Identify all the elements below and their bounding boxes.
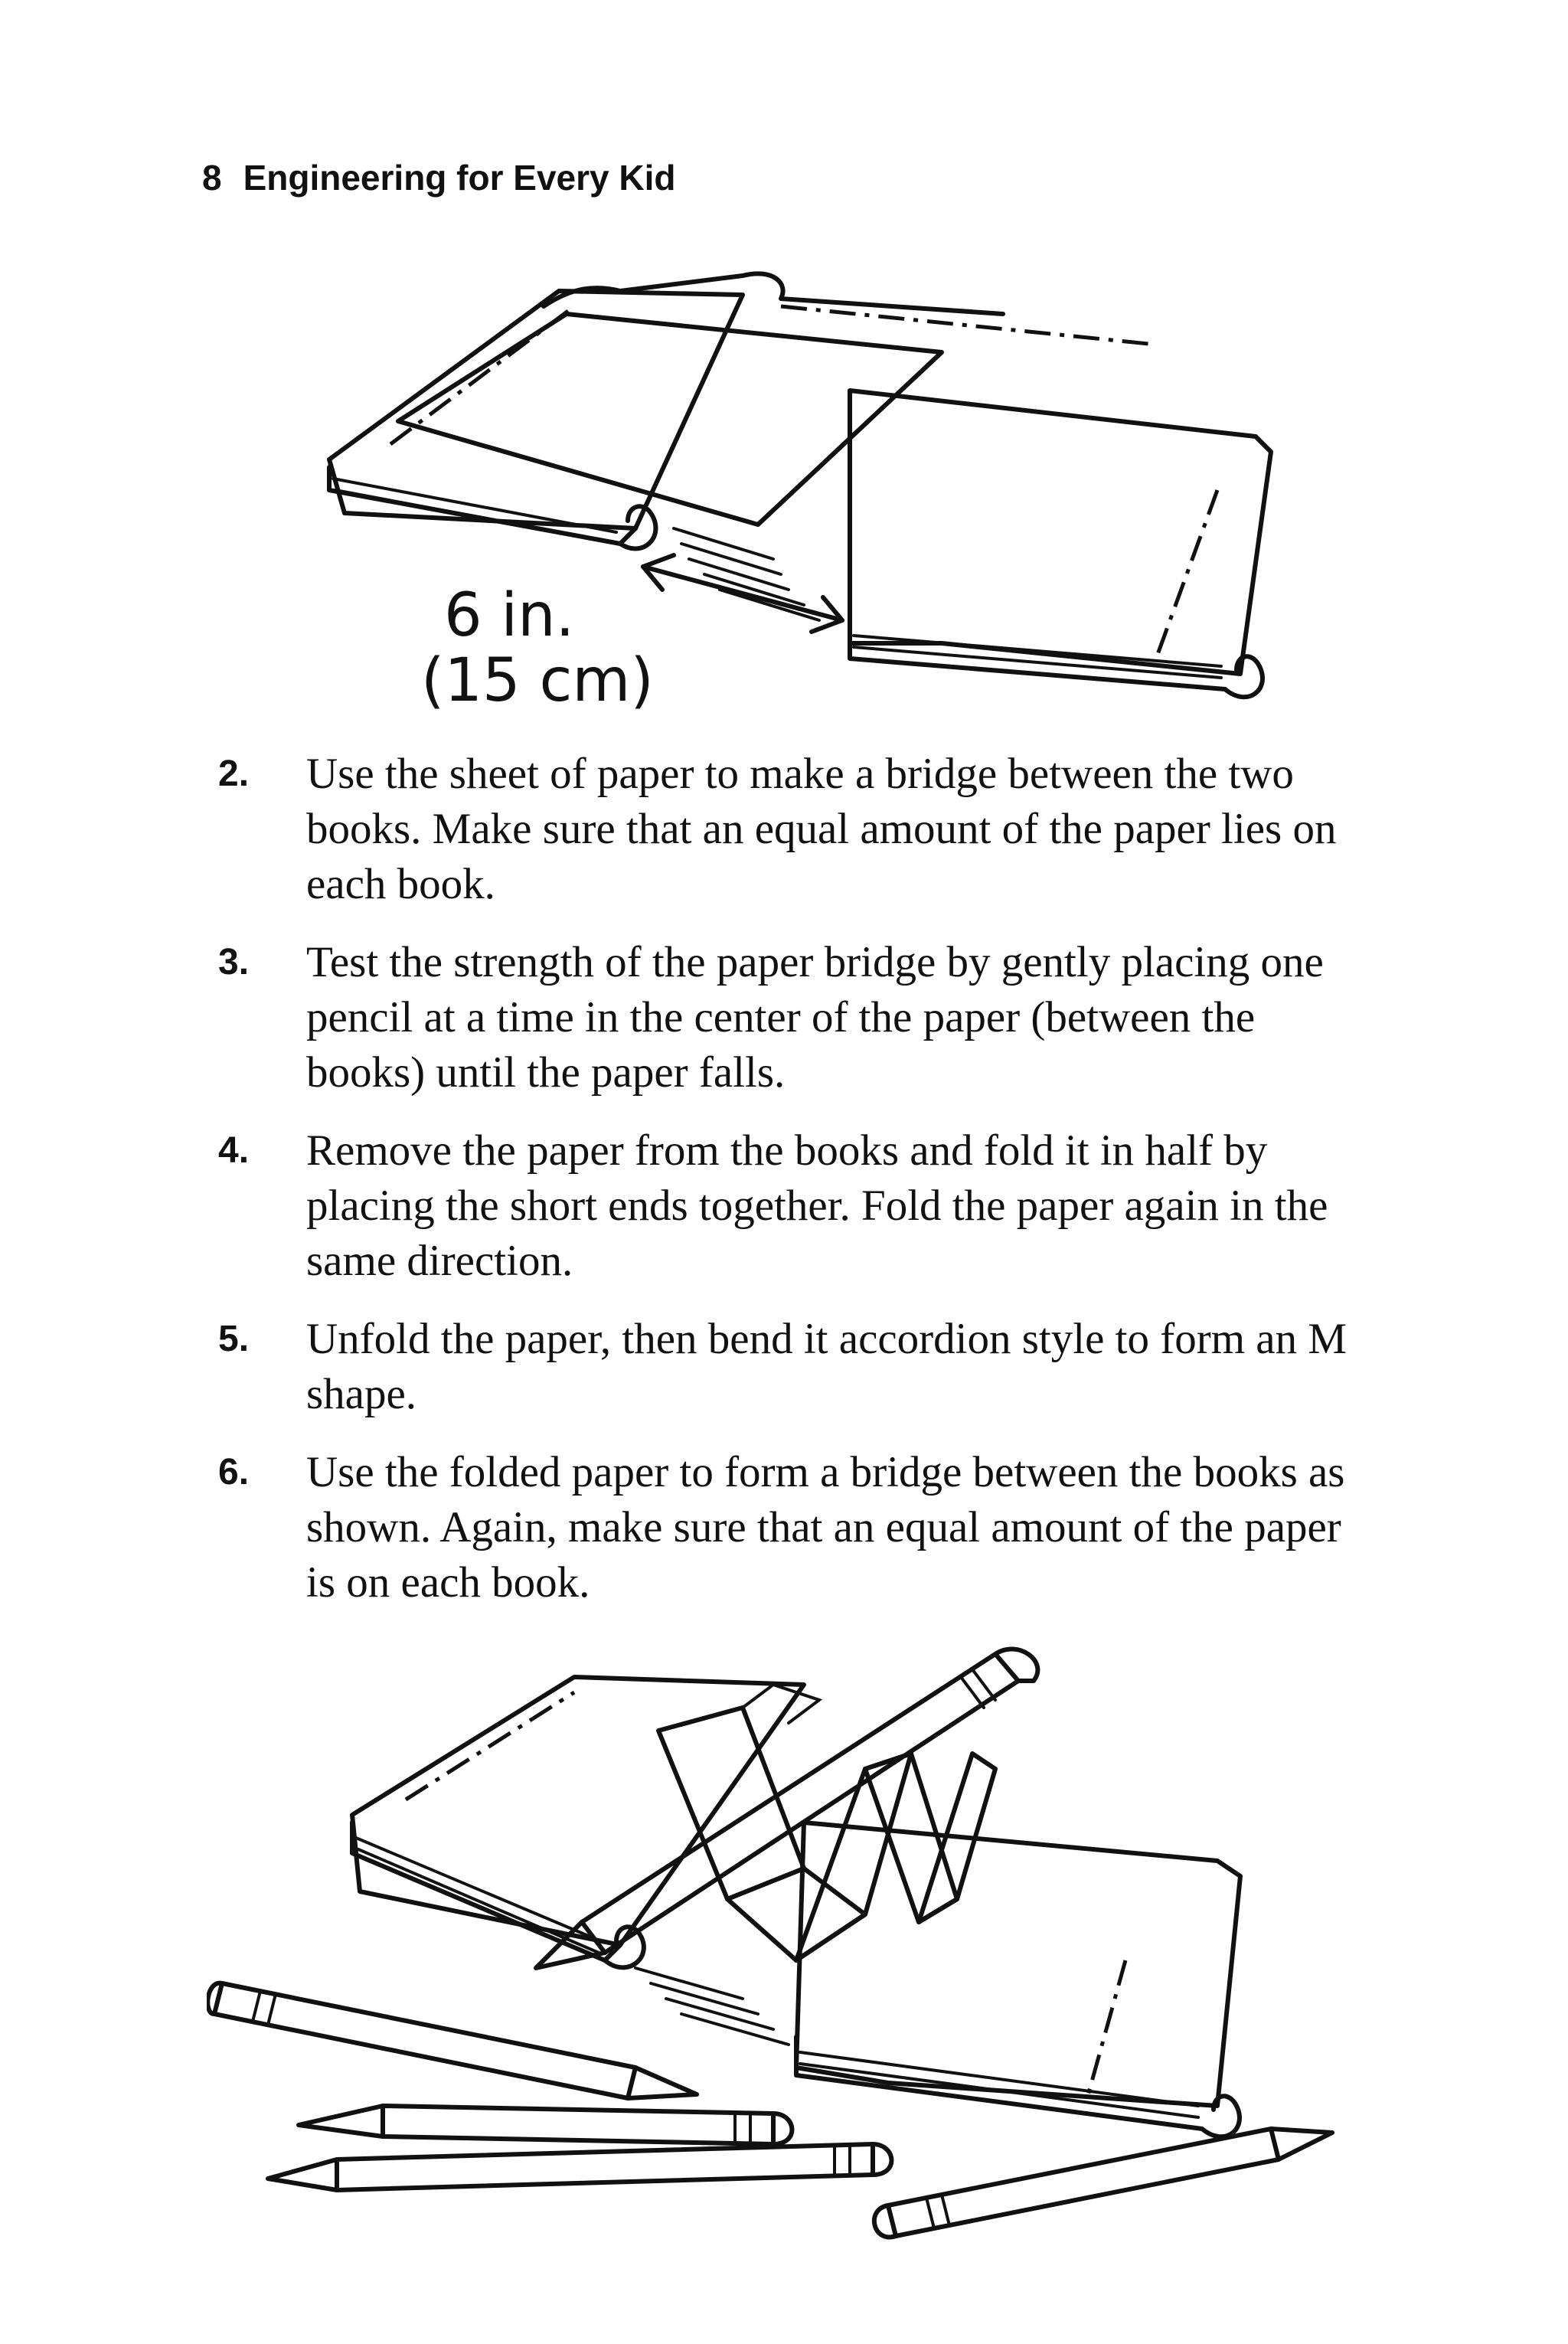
loose-pencil [872,2127,1334,2240]
step-number: 4. [218,1130,250,1171]
step-item: 6. Use the folded paper to form a bridge… [218,1445,1351,1610]
left-book [350,1675,806,1970]
book-title: Engineering for Every Kid [243,158,676,198]
step-number: 5. [218,1319,250,1359]
step-item: 4. Remove the paper from the books and f… [218,1123,1351,1289]
loose-pencil [266,2142,894,2192]
gap-measurement-arrow [641,553,844,634]
left-book [327,289,745,551]
step-text: Use the folded paper to form a bridge be… [306,1448,1345,1607]
step-item: 2. Use the sheet of paper to make a brid… [218,747,1351,912]
flat-paper-bridge-illustration: 6 in. (15 cm) [327,271,1273,712]
step-text: Test the strength of the paper bridge by… [306,938,1324,1097]
step-number: 2. [218,754,250,794]
pencil-on-bridge [534,1646,1040,1970]
running-header: 8 Engineering for Every Kid [202,157,676,198]
right-book [848,388,1273,700]
gap-label-inches: 6 in. [444,581,574,650]
bridge-shadow-hatch [634,1966,790,2046]
right-book [794,1820,1243,2140]
folded-paper-bridge-illustration [207,1646,1334,2240]
step-text: Unfold the paper, then bend it accordion… [306,1315,1348,1418]
step-text: Remove the paper from the books and fold… [306,1126,1328,1285]
step-text: Use the sheet of paper to make a bridge … [306,750,1337,908]
loose-pencil [296,2104,795,2146]
bridge-shadow-hatch [672,527,821,622]
step-item: 5. Unfold the paper, then bend it accord… [218,1312,1351,1422]
loose-pencil [207,1980,699,2100]
step-item: 3. Test the strength of the paper bridge… [218,935,1351,1100]
page-number: 8 [202,158,222,198]
instruction-steps: 2. Use the sheet of paper to make a brid… [218,747,1351,1633]
step-number: 3. [218,942,250,982]
step-number: 6. [218,1452,250,1492]
paper-sheet [396,271,1157,527]
gap-label-cm: (15 cm) [421,646,654,712]
